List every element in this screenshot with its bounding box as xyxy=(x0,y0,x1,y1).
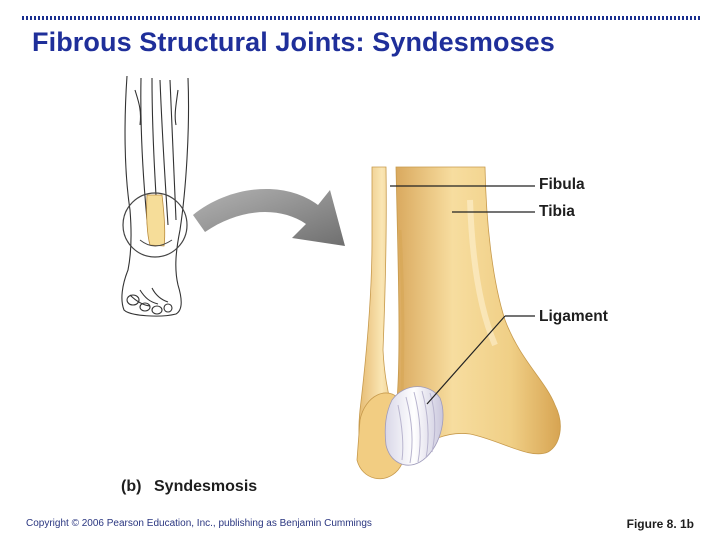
zoom-arrow-icon xyxy=(193,188,345,246)
slide-title: Fibrous Structural Joints: Syndesmoses xyxy=(32,27,555,57)
label-leader-lines xyxy=(390,185,535,405)
ankle-bone-detail xyxy=(356,166,561,479)
figure-number: Figure 8. 1b xyxy=(626,517,694,531)
copyright-notice: Copyright © 2006 Pearson Education, Inc.… xyxy=(26,518,372,529)
tibia-bone xyxy=(394,166,561,459)
small-ankle-bones xyxy=(146,194,166,247)
figure-caption: Syndesmosis xyxy=(154,478,258,495)
small-talus-outline xyxy=(139,239,173,247)
fibula-label: Fibula xyxy=(539,176,585,193)
ligament-tissue xyxy=(384,386,444,466)
ligament-label: Ligament xyxy=(539,308,608,325)
tibia-label: Tibia xyxy=(539,203,575,220)
magnify-circle xyxy=(122,192,188,258)
figure-part-letter: (b) xyxy=(121,478,142,495)
top-divider xyxy=(22,16,700,20)
